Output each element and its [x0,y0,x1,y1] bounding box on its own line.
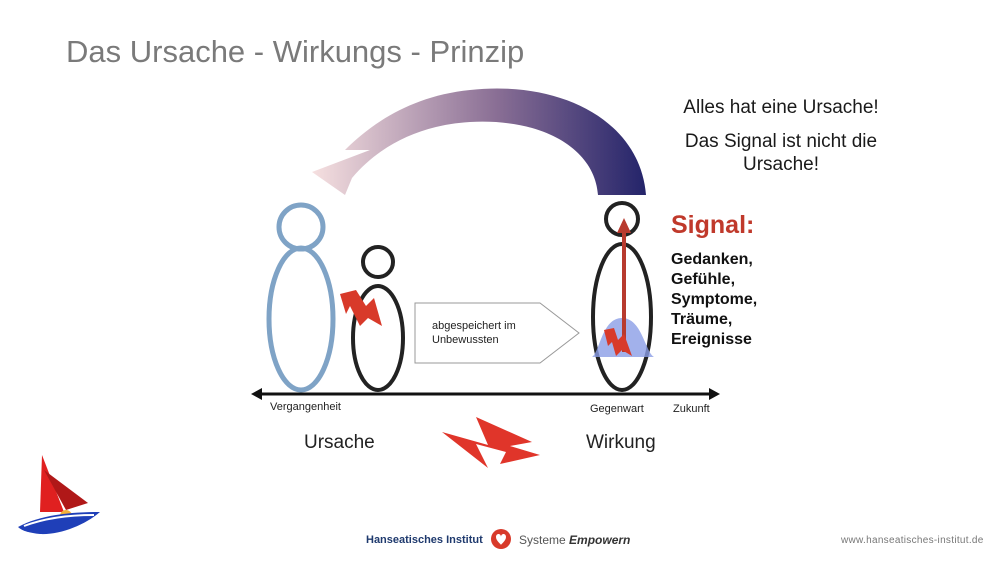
timeline-label-future: Zukunft [673,403,710,415]
stored-box-line2: Unbewussten [432,334,499,346]
past-self-figure [266,202,336,393]
footer-empowern: Empowern [569,533,631,547]
signal-item: Symptome, [671,291,758,308]
timeline-right-arrowhead [709,388,720,400]
child-figure [351,245,405,392]
timeline-label-past: Vergangenheit [270,401,341,413]
curved-return-arrow [312,88,646,195]
signal-item: Ereignisse [671,331,752,348]
inner-lightning-icon [604,328,632,356]
timeline-left-arrowhead [251,388,262,400]
cause-label: Ursache [304,432,375,453]
footer-url[interactable]: www.hanseatisches-institut.de [841,535,984,546]
heart-badge [491,529,511,549]
tagline-cause: Alles hat eine Ursache! [683,97,879,118]
slide-title: Das Ursache - Wirkungs - Prinzip [66,34,525,69]
stored-arrow-box [414,302,580,364]
sailboat-logo [18,455,100,535]
footer-systeme: Systeme [519,533,566,547]
signal-heading: Signal: [671,211,755,239]
footer-institute-name: Hanseatisches Institut [366,534,483,546]
effect-label: Wirkung [586,432,656,453]
footer-tagline: Systeme Empowern [519,533,630,547]
stored-box-line1: abgespeichert im [432,320,516,332]
signal-item: Gefühle, [671,271,736,288]
signal-list: Gedanken, Gefühle, Symptome, Träume, Ere… [671,250,757,350]
stored-box-text: abgespeichert im Unbewussten [432,319,516,347]
timeline-label-present: Gegenwart [590,403,644,415]
tagline-signal-a: Das Signal ist nicht die [684,131,878,152]
signal-up-arrowhead [617,218,631,233]
lightning-icon [340,290,382,326]
tagline-signal-b: Ursache! [742,154,820,175]
cause-effect-lightning-icon [442,417,540,468]
signal-item: Träume, [671,311,733,328]
signal-item: Gedanken, [671,251,753,268]
